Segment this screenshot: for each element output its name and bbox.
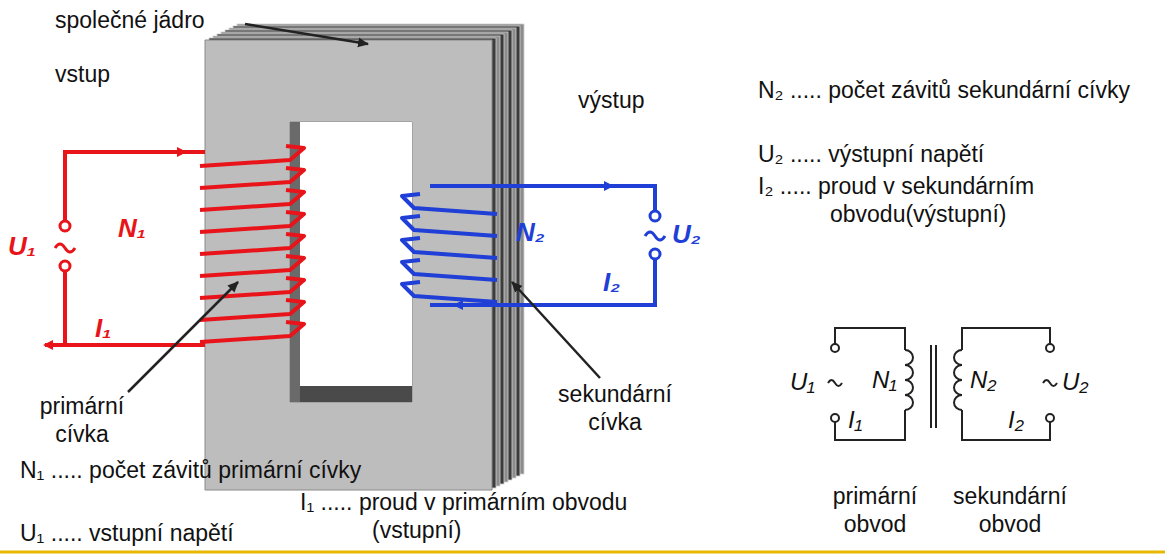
coil-turn <box>402 260 497 280</box>
caption-label: primární obvod <box>815 482 935 538</box>
part-name: sekundární cívka <box>540 380 690 436</box>
coil-turn <box>200 190 304 210</box>
definition: U₁ ..... vstupní napětí <box>20 519 382 547</box>
port-name: vstup <box>55 60 145 88</box>
secondary-coil <box>402 194 497 302</box>
coil-turn <box>402 282 497 302</box>
turns-symbol: N₂ <box>516 218 561 246</box>
schematic <box>828 328 1057 440</box>
definition: N₂ ..... počet závitů sekundární cívky <box>758 76 1130 104</box>
port-name: výstup <box>578 86 678 114</box>
part-name: společné jádro <box>55 6 245 34</box>
coil-turn <box>402 216 497 236</box>
definition: I₂ ..... proud v sekundárním obvodu(výst… <box>758 172 1160 228</box>
core-window <box>290 122 412 402</box>
coil-turn <box>200 212 304 232</box>
leader-line <box>128 24 600 392</box>
coil-turn <box>200 256 304 276</box>
definition: N₁ ..... počet závitů primární cívky <box>20 456 362 484</box>
coil-turn <box>402 194 497 214</box>
bottom-rule <box>0 551 1165 554</box>
core-front <box>205 40 492 490</box>
current-symbol: I₁ <box>95 314 135 342</box>
turns-symbol: N₂ <box>970 366 1010 394</box>
part-name: primární cívka <box>12 392 152 448</box>
coil-turn <box>402 238 497 258</box>
coil-turn <box>200 278 304 298</box>
voltage-symbol: U₁ <box>790 368 828 396</box>
caption-label: sekundární obvod <box>945 482 1075 538</box>
turns-symbol: N₁ <box>118 214 163 242</box>
primary-wire <box>45 152 205 345</box>
window-edge <box>290 386 412 402</box>
turns-symbol: N₁ <box>872 366 904 394</box>
coil-turn <box>200 322 304 342</box>
primary-source <box>55 221 75 271</box>
current-symbol: I₂ <box>603 268 643 296</box>
coil-turn <box>200 168 304 188</box>
definition: I₁ ..... proud v primárním obvodu (vstup… <box>300 488 702 544</box>
primary-coil <box>200 146 304 342</box>
voltage-symbol: U₂ <box>1062 368 1102 396</box>
secondary-wire <box>430 186 655 305</box>
secondary-source <box>645 211 665 259</box>
coil-turn <box>200 234 304 254</box>
current-symbol: I₂ <box>1008 406 1038 434</box>
current-symbol: I₁ <box>848 406 878 434</box>
voltage-symbol: U₁ <box>8 232 53 260</box>
definition: U₂ ..... výstupní napětí <box>758 140 1130 168</box>
voltage-symbol: U₂ <box>672 220 717 248</box>
coil-turn <box>200 146 304 166</box>
